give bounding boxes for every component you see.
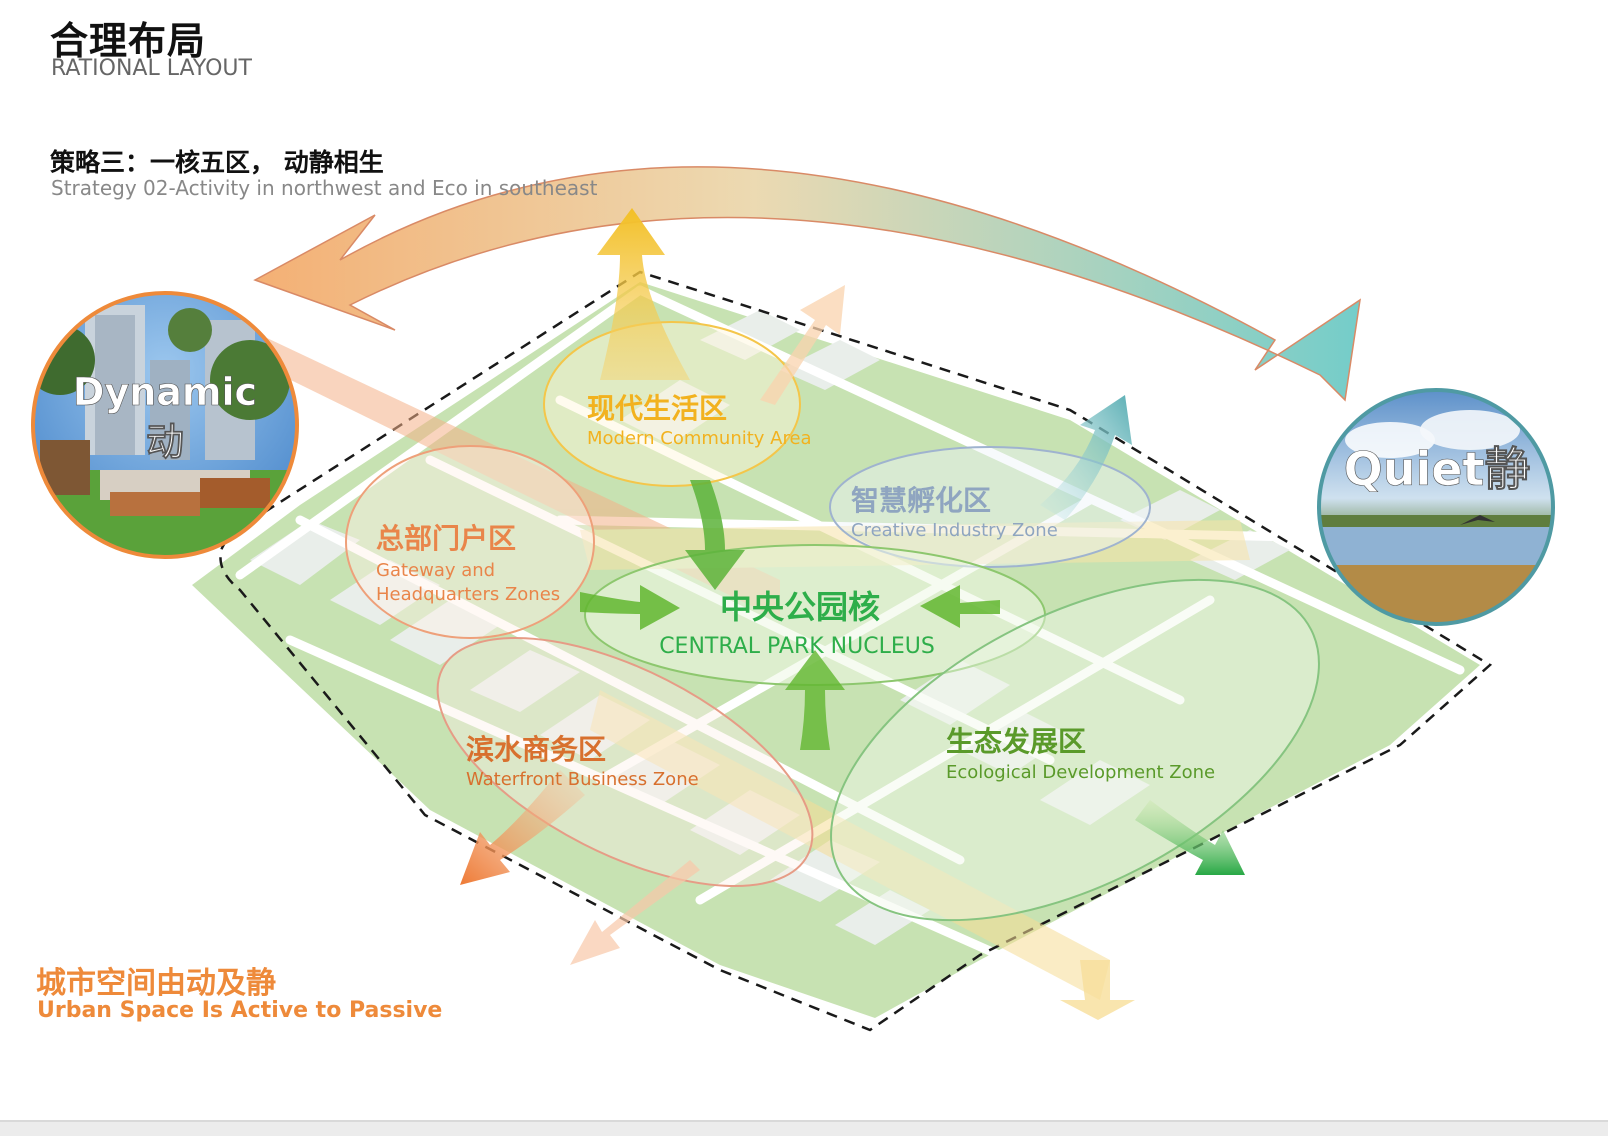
modern-zone-cn: 现代生活区 — [587, 392, 727, 425]
orange-down-arrow — [460, 770, 585, 885]
green-arrow-from-east — [920, 585, 1000, 628]
waterfront-zone-cn: 滨水商务区 — [466, 733, 606, 766]
page-subtitle: RATIONAL LAYOUT — [51, 56, 252, 81]
green-arrow-from-south — [785, 650, 845, 750]
faint-peach-arrow — [760, 285, 845, 405]
flow-arrows — [460, 208, 1245, 1020]
yellow-up-arrow — [597, 208, 690, 380]
dynamic-quiet-arc-arrow — [253, 166, 1361, 402]
headquarters-zone-en2: Headquarters Zones — [376, 584, 560, 605]
page-title: 合理布局 — [50, 19, 207, 63]
faint-orange-arrow — [570, 860, 700, 965]
central-zone-cn: 中央公园核 — [720, 588, 880, 626]
central-zone-en: CENTRAL PARK NUCLEUS — [659, 634, 935, 659]
creative-zone-en: Creative Industry Zone — [851, 520, 1058, 541]
dynamic-label-en: Dynamic — [73, 370, 257, 414]
modern-zone-en: Modern Community Area — [587, 428, 812, 449]
dynamic-label-cn: 动 — [146, 420, 184, 464]
footer-subtitle: Urban Space Is Active to Passive — [37, 998, 443, 1023]
headquarters-zone-en1: Gateway and — [376, 560, 495, 581]
green-arrow-from-west — [580, 585, 680, 630]
waterfront-zone-en: Waterfront Business Zone — [466, 769, 699, 790]
ecological-zone-en: Ecological Development Zone — [946, 762, 1215, 783]
headquarters-zone-ellipse — [345, 445, 595, 639]
ecological-zone-ellipse — [830, 578, 1320, 922]
headquarters-zone-cn: 总部门户区 — [376, 522, 516, 555]
strategy-subtitle: Strategy 02-Activity in northwest and Ec… — [51, 176, 598, 200]
creative-zone-cn: 智慧孵化区 — [851, 484, 991, 517]
ecological-zone-cn: 生态发展区 — [946, 725, 1086, 758]
quiet-label: Quiet静 — [1344, 442, 1531, 496]
teal-up-arrow — [1040, 395, 1132, 520]
bottom-band — [0, 1120, 1608, 1136]
footer-title: 城市空间由动及静 — [36, 966, 276, 1001]
faint-yellow-arrow — [1060, 960, 1135, 1020]
zone-ellipses — [345, 321, 1320, 922]
waterfront-zone-ellipse — [436, 636, 814, 888]
green-arrow-from-north — [685, 480, 745, 590]
strategy-title: 策略三：一核五区， 动静相生 — [50, 148, 384, 177]
yellow-flow-band — [590, 690, 1110, 1000]
green-down-arrow — [1135, 800, 1245, 875]
